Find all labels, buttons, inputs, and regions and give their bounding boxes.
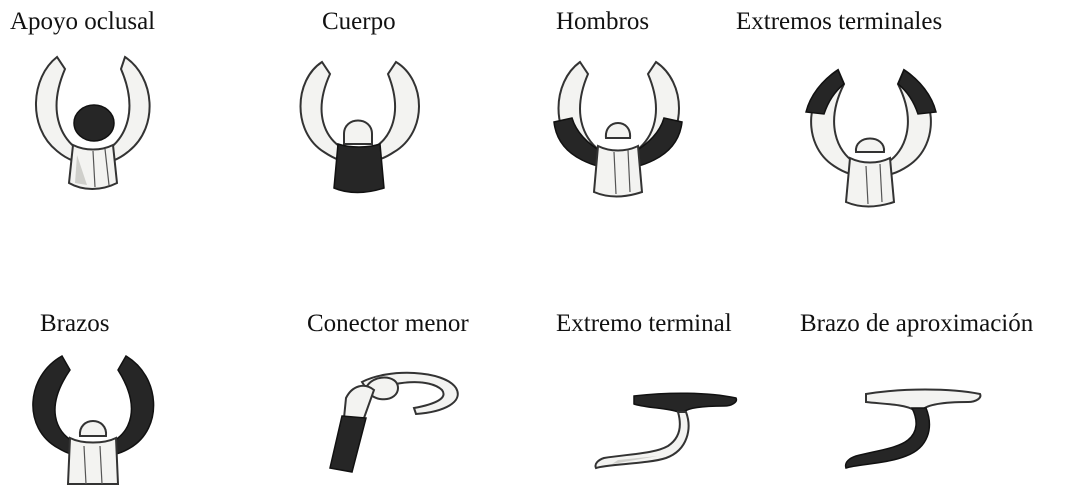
terminal-end — [865, 388, 982, 411]
label-extremo-terminal: Extremo terminal — [556, 310, 732, 337]
body — [844, 156, 896, 208]
clasp-extremos-terminales-illustration — [805, 68, 937, 208]
body-highlight — [333, 142, 385, 194]
clasp-brazos-illustration — [32, 354, 155, 485]
label-cuerpo: Cuerpo — [322, 8, 396, 35]
label-apoyo-oclusal: Apoyo oclusal — [10, 8, 156, 35]
label-extremos-terminales: Extremos terminales — [736, 8, 943, 35]
occlusal-rest — [604, 122, 632, 139]
clasp-brazo-aproximacion-illustration — [844, 388, 982, 469]
clasp-cuerpo-illustration — [299, 60, 420, 194]
left-terminal-highlight — [805, 68, 845, 115]
terminal-end-highlight — [633, 392, 738, 413]
figure-conector-menor — [318, 368, 468, 478]
label-conector-menor: Conector menor — [307, 310, 469, 337]
label-brazos: Brazos — [40, 310, 110, 337]
label-hombros: Hombros — [556, 8, 650, 35]
approach-arm-highlight — [844, 407, 931, 469]
minor-connector-highlight — [329, 415, 367, 473]
figure-extremos-terminales — [800, 62, 950, 212]
clasp-extremo-terminal-illustration — [594, 392, 738, 470]
clasp-conector-menor-illustration — [329, 371, 459, 473]
label-brazo-aproximacion: Brazo de aproximación — [800, 310, 1034, 337]
figure-apoyo-oclusal — [25, 45, 175, 195]
body — [592, 144, 644, 198]
figure-cuerpo — [288, 52, 438, 197]
clasp-hombros-illustration — [553, 60, 683, 198]
right-terminal-highlight — [897, 68, 937, 115]
occlusal-rest — [854, 137, 886, 153]
occlusal-rest — [364, 376, 400, 401]
body — [66, 436, 120, 485]
figure-extremo-terminal — [588, 388, 748, 478]
figure-hombros — [548, 52, 698, 202]
occlusal-rest — [343, 119, 373, 145]
clasp-apoyo-oclusal-illustration — [35, 55, 151, 190]
figure-brazo-aproximacion — [838, 384, 998, 474]
connector-upper — [342, 384, 376, 419]
figure-brazos — [22, 352, 172, 487]
occlusal-rest-highlight — [73, 104, 115, 142]
occlusal-rest — [78, 420, 108, 437]
approach-arm — [594, 411, 690, 470]
